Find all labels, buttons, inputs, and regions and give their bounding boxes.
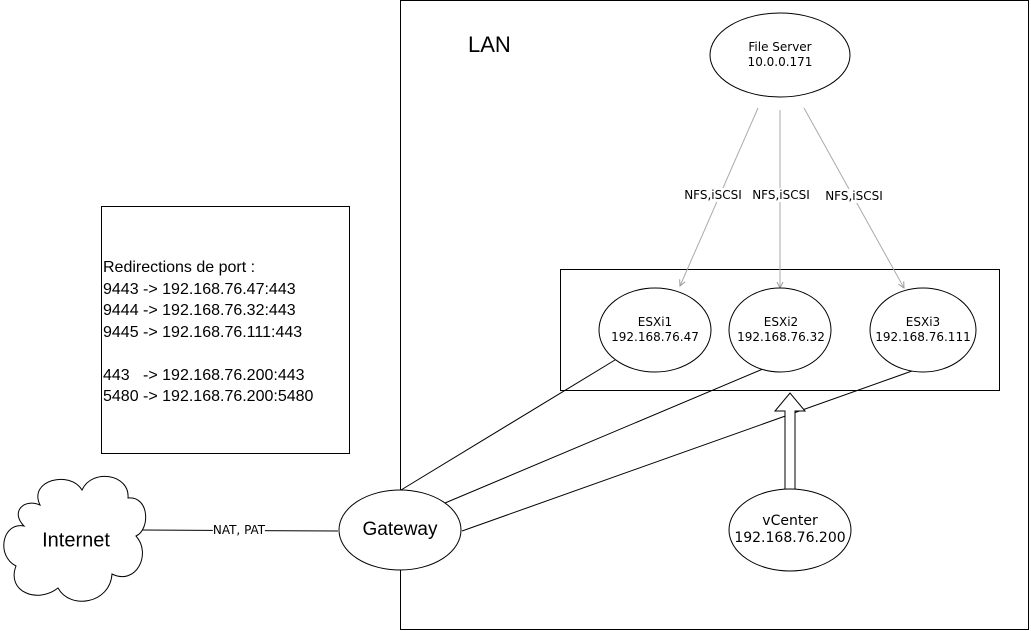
redirection-line: 9444 -> 192.168.76.32:443	[103, 302, 296, 319]
redirection-spacer	[103, 343, 313, 365]
file-server-node[interactable]	[709, 12, 851, 98]
esxi2-node[interactable]	[728, 287, 832, 373]
esxi3-node[interactable]	[869, 287, 977, 373]
file-server-ip: 10.0.0.171	[747, 55, 813, 69]
esxi1-label: ESXi1 192.168.76.47	[611, 315, 699, 345]
vcenter-name: vCenter	[762, 513, 818, 529]
gateway-esxi1-link	[400, 359, 616, 491]
storage-link-label-3: NFS,iSCSI	[825, 189, 883, 203]
gateway-esxi3-link	[461, 370, 913, 532]
esxi1-ip: 192.168.76.47	[611, 330, 699, 344]
redirections-title: Redirections de port :	[103, 259, 256, 276]
vcenter-node[interactable]	[728, 488, 852, 572]
redirection-line: 5480 -> 192.168.76.200:5480	[103, 388, 314, 405]
esxi2-label: ESXi2 192.168.76.32	[737, 315, 825, 345]
internet-cloud[interactable]	[3, 475, 147, 602]
gateway-label: Gateway	[362, 519, 438, 540]
esxi3-label: ESXi3 192.168.76.111	[875, 315, 970, 345]
vcenter-cluster-arrow	[773, 392, 807, 501]
port-redirection-note	[101, 206, 350, 454]
gateway-node[interactable]	[338, 489, 462, 571]
file-server-name: File Server	[748, 40, 812, 54]
esxi1-name: ESXi1	[637, 315, 673, 329]
redirection-line: 443 -> 192.168.76.200:443	[103, 366, 305, 384]
esxi3-name: ESXi3	[905, 315, 941, 329]
esxi1-node[interactable]	[598, 287, 712, 373]
vcenter-ip: 192.168.76.200	[734, 530, 846, 546]
file-server-label: File Server 10.0.0.171	[748, 40, 813, 70]
esxi2-name: ESXi2	[763, 315, 799, 329]
esxi3-ip: 192.168.76.111	[875, 330, 971, 344]
esxi2-ip: 192.168.76.32	[737, 330, 825, 344]
lan-boundary	[400, 0, 1029, 630]
lan-title: LAN	[468, 32, 511, 57]
internet-label: Internet	[42, 529, 110, 552]
redirection-line: 9445 -> 192.168.76.111:443	[103, 323, 303, 341]
vcenter-label: vCenter 192.168.76.200	[734, 513, 845, 547]
storage-link-label-2: NFS,iSCSI	[752, 188, 810, 202]
gateway-esxi2-link	[444, 365, 771, 504]
redirection-line: 9443 -> 192.168.76.47:443	[103, 280, 296, 298]
storage-link-label-1: NFS,iSCSI	[684, 188, 742, 202]
nat-link-label: NAT, PAT	[212, 523, 266, 537]
port-redirection-text: Redirections de port : 9443 -> 192.168.7…	[103, 257, 313, 408]
